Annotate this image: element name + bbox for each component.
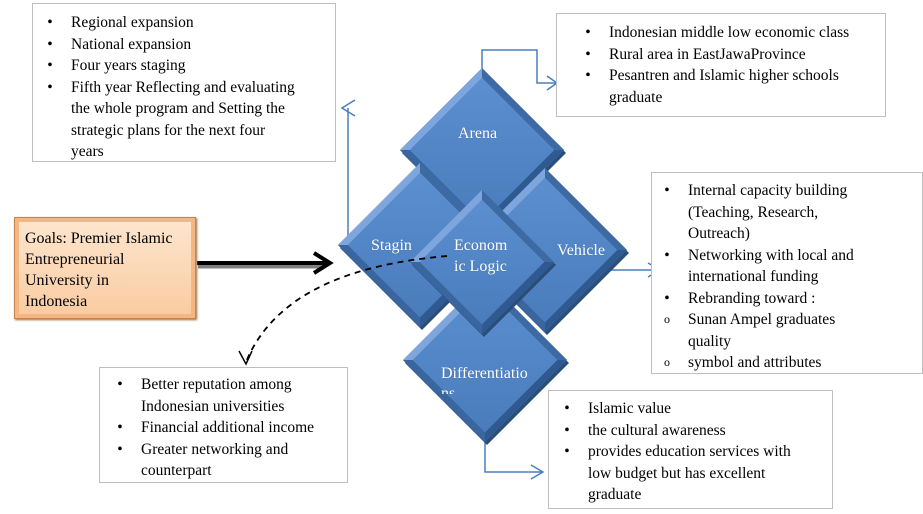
- bullet-icon: •: [117, 376, 123, 393]
- connector-differentiation: [484, 440, 545, 480]
- list-item: • Fifth year Reflecting and evaluating the…: [43, 77, 335, 163]
- list-item-text: Islamic value: [588, 400, 672, 417]
- arena-box: • Indonesian middle low economic class • Ru…: [556, 13, 886, 117]
- circle-bullet-icon: o: [664, 355, 670, 369]
- connector-staging: [340, 99, 362, 244]
- list-item-text: Greater networking and: [141, 440, 289, 458]
- bullet-icon: •: [664, 182, 670, 199]
- list-item: o symbol and attributes: [660, 352, 922, 374]
- list-item-text: international funding: [688, 268, 819, 285]
- list-item-text: Outreach): [688, 225, 750, 242]
- list-item-text: Rural area in EastJawaProvince: [609, 45, 806, 63]
- diamond-label-staging: Stagin: [371, 237, 412, 254]
- list-item-text: counterpart: [141, 462, 212, 479]
- list-item-text: Fifth year Reflecting and evaluating: [71, 78, 295, 96]
- list-item-text: provides education services with: [588, 443, 791, 460]
- list-item-text: Regional expansion: [71, 14, 194, 31]
- list-item-text: the cultural awareness: [588, 421, 726, 439]
- list-item: • Indonesian middle low economic class: [581, 22, 885, 44]
- diamond-label-differentiation-1: Differentiatio: [441, 365, 528, 382]
- list-item-text: Four years staging: [71, 57, 186, 74]
- list-item: • Regional expansion: [43, 12, 335, 34]
- list-item-text: (Teaching, Research,: [688, 203, 819, 221]
- diamond-label-economic-logic-1: Econom: [454, 237, 508, 254]
- list-item: • the cultural awareness: [560, 420, 832, 442]
- bullet-icon: •: [117, 419, 123, 436]
- bullet-list: • Internal capacity building (Teaching, Re…: [660, 180, 922, 374]
- bullet-icon: •: [664, 246, 670, 264]
- goal-line: Goals: Premier Islamic: [25, 230, 173, 247]
- list-item-text: Financial additional income: [141, 419, 315, 436]
- goal-line: Indonesia: [25, 293, 88, 310]
- list-item: • Internal capacity building (Teaching, Re…: [660, 180, 922, 245]
- goal-line: University in: [25, 272, 109, 289]
- list-item: • Financial additional income: [113, 417, 347, 439]
- diamond-label-differentiation-2: ns: [441, 385, 456, 394]
- list-item-text: low budget but has excellent: [588, 464, 766, 482]
- list-item-text: Indonesian universities: [141, 397, 285, 415]
- list-item-text: Sunan Ampel graduates: [688, 311, 836, 328]
- diamond-label-economic-logic-2: ic Logic: [454, 258, 507, 275]
- list-item: • National expansion: [43, 34, 335, 56]
- bullet-icon: •: [47, 14, 53, 31]
- list-item-text: Better reputation among: [141, 376, 292, 393]
- vehicle-box: • Internal capacity building (Teaching, Re…: [651, 172, 923, 374]
- bullet-list: • Indonesian middle low economic class • Ru…: [581, 22, 885, 108]
- list-item-text: National expansion: [71, 35, 192, 53]
- list-item-text: Pesantren and Islamic higher schools: [609, 67, 839, 84]
- list-item: • Networking with local and international …: [660, 245, 922, 288]
- bullet-icon: •: [585, 24, 591, 41]
- list-item-text: strategic plans for the next four: [71, 121, 266, 139]
- list-item-text: Indonesian middle low economic class: [609, 24, 850, 41]
- list-item-text: Rebranding toward :: [688, 289, 816, 307]
- bullet-icon: •: [585, 45, 591, 63]
- diamond-economic-logic: [410, 190, 556, 337]
- list-item: o Sunan Ampel graduates quality: [660, 309, 922, 352]
- diamond-cluster: [338, 68, 629, 445]
- list-item-text: symbol and attributes: [688, 354, 822, 371]
- list-item: • Four years staging: [43, 55, 335, 77]
- diamond-label-vehicle: Vehicle: [557, 242, 605, 259]
- bullet-list: • Regional expansion • National expansion • F…: [43, 12, 335, 163]
- list-item-text: Networking with local and: [688, 246, 854, 264]
- list-item-text: years: [71, 143, 104, 160]
- bullet-icon: •: [47, 57, 53, 74]
- list-item: • provides education services with low bud…: [560, 441, 832, 506]
- bullet-icon: •: [564, 400, 570, 417]
- goal-arrow: [197, 251, 334, 275]
- staging-box: • Regional expansion • National expansion • F…: [32, 3, 336, 162]
- list-item-text: Internal capacity building: [688, 182, 848, 199]
- bullet-icon: •: [47, 35, 53, 53]
- bullet-icon: •: [585, 67, 591, 84]
- list-item-text: the whole program and Setting the: [71, 100, 285, 117]
- list-item-text: graduate: [609, 88, 663, 106]
- bullet-icon: •: [47, 78, 53, 96]
- circle-bullet-icon: o: [664, 312, 670, 326]
- diamond-label-arena: Arena: [458, 125, 498, 142]
- list-item: • Rebranding toward :: [660, 288, 922, 310]
- list-item: • Rural area in EastJawaProvince: [581, 44, 885, 66]
- list-item: • Greater networking and counterpart: [113, 439, 347, 482]
- diamond-differentiation: [403, 278, 569, 445]
- goal-box: Goals: Premier Islamic Entrepreneurial U…: [14, 217, 196, 319]
- bullet-icon: •: [664, 289, 670, 307]
- list-item: • Islamic value: [560, 398, 832, 420]
- bullet-list: • Islamic value • the cultural awareness • pr…: [560, 398, 832, 506]
- bullet-icon: •: [564, 421, 570, 439]
- list-item-text: quality: [688, 332, 732, 350]
- bullet-icon: •: [564, 443, 570, 460]
- bullet-icon: •: [117, 440, 123, 458]
- list-item-text: graduate: [588, 486, 642, 503]
- differentiation-box: • Islamic value • the cultural awareness • pr…: [548, 390, 833, 509]
- goal-line: Entrepreneurial: [25, 251, 125, 268]
- dashed-outcome-arrow: [238, 255, 448, 366]
- list-item: • Pesantren and Islamic higher schools gra…: [581, 65, 885, 108]
